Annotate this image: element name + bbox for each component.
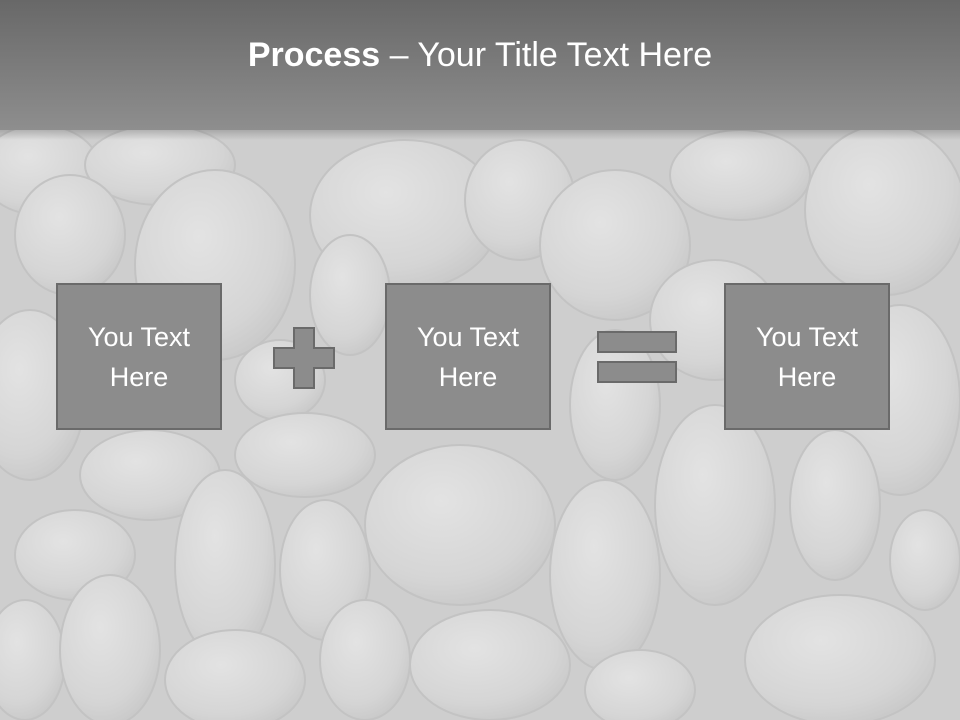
title-bold-text: Process: [247, 35, 381, 74]
process-step-box-3[interactable]: You Text Here: [724, 283, 890, 430]
process-step-box-1[interactable]: You Text Here: [56, 283, 222, 430]
plus-icon: [273, 327, 335, 389]
process-step-text-2: You Text Here: [416, 321, 520, 392]
slide-title: Process – Your Title Text Here: [248, 36, 712, 75]
process-step-text-3: You Text Here: [755, 321, 859, 392]
process-step-text-1: You Text Here: [87, 321, 191, 392]
equals-icon: [597, 331, 677, 383]
process-step-box-2[interactable]: You Text Here: [385, 283, 551, 430]
title-regular-text: – Your Title Text Here: [380, 35, 713, 74]
title-bar: Process – Your Title Text Here: [0, 0, 960, 140]
